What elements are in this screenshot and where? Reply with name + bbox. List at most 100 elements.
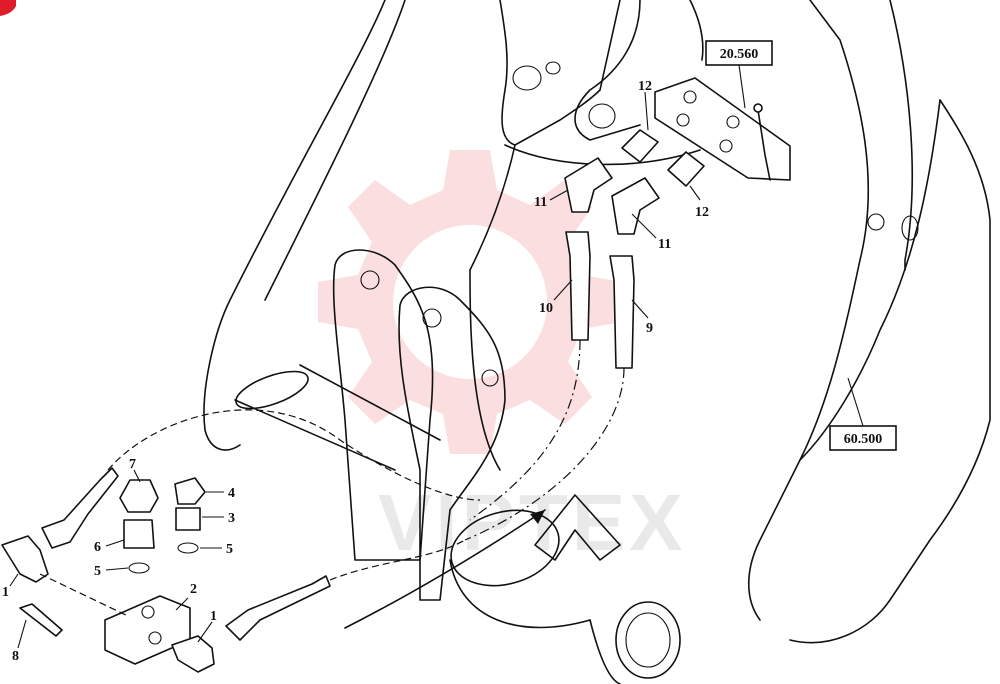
callout-1: 1 (2, 585, 9, 600)
valve-block (654, 77, 791, 181)
valve-port-1 (683, 90, 697, 104)
lower-fitting-assembly (1, 409, 481, 673)
cap-4 (174, 477, 206, 505)
bracket-hole-left (360, 270, 380, 290)
boss-nut (867, 213, 885, 231)
watermark: VIPTEX (318, 150, 687, 567)
lower-hub (615, 601, 681, 679)
hose-10-route (469, 339, 581, 521)
corner-mark (0, 0, 16, 16)
elbow-fitting-left (564, 157, 613, 213)
block-port-2 (148, 631, 162, 645)
right-boom-edge (747, 0, 870, 621)
reference-leader (847, 377, 864, 427)
coupler-6 (123, 519, 155, 549)
leader-11b (631, 213, 657, 239)
boom-web-left-lower (469, 269, 501, 471)
leader-1a (9, 573, 19, 587)
elbow-fitting-lower-left (1, 535, 49, 583)
right-boom-far (789, 99, 991, 644)
bolt-8 (19, 603, 63, 637)
valve-lever (757, 109, 771, 181)
callout-5: 5 (226, 542, 233, 557)
callout-10: 10 (539, 301, 553, 316)
upper-hose-assembly (464, 77, 791, 541)
reference-box-20560[interactable]: 20.560 (705, 40, 773, 109)
reference-text: 20.560 (720, 47, 759, 62)
upper-pin-hole-small (545, 61, 561, 75)
boom-web-left (469, 144, 516, 271)
angled-hose-fitting (41, 467, 119, 549)
o-ring-5-left (128, 562, 150, 574)
callout-11: 11 (534, 195, 547, 210)
right-boom-inner (799, 99, 941, 461)
reference-text: 60.500 (844, 432, 883, 447)
hose-9-route (464, 367, 625, 541)
elbow-fitting-lower-right (171, 635, 215, 673)
route-line-2 (107, 409, 481, 501)
leader-1b (197, 621, 213, 643)
watermark-text: VIPTEX (378, 478, 687, 567)
straight-hose-fitting (225, 575, 331, 641)
boom-upper-right (574, 0, 641, 141)
bracket-hole-right (422, 308, 442, 328)
leader-10 (553, 279, 573, 301)
watermark-gear-icon (318, 150, 622, 454)
reference-box-60500[interactable]: 60.500 (829, 377, 897, 451)
bracket-pin (481, 369, 499, 387)
callout-9: 9 (646, 321, 653, 336)
o-ring-5-right (177, 542, 199, 554)
leader-8 (17, 619, 27, 649)
adapter-fitting-upper (621, 129, 659, 163)
reference-leader (738, 64, 746, 109)
lower-pivot-body (449, 559, 591, 629)
boom-web-top (504, 144, 701, 166)
route-line-1 (39, 573, 129, 617)
callout-6: 6 (94, 540, 101, 555)
adapter-fitting-lower (667, 151, 705, 187)
callout-1: 1 (210, 609, 217, 624)
lower-pivot-tube (450, 509, 560, 587)
valve-lever-knob (753, 103, 763, 113)
lower-hub-inner (625, 612, 671, 668)
leader-11a (549, 189, 569, 201)
leader-5a (105, 567, 129, 571)
callout-12: 12 (638, 79, 652, 94)
callout-5: 5 (94, 564, 101, 579)
block-port-1 (141, 605, 155, 619)
boom-pin-hole (588, 103, 616, 129)
leader-9 (631, 299, 649, 319)
callout-3: 3 (228, 511, 235, 526)
hose-9 (609, 255, 635, 369)
lower-hub-edge (589, 619, 621, 684)
triangle-bracket (534, 494, 621, 561)
valve-port-3 (676, 113, 690, 127)
boom-upper-left (499, 0, 601, 146)
cross-tube-end (235, 370, 309, 410)
left-boom-inner (264, 0, 406, 301)
elbow-fitting-right (611, 177, 660, 235)
leader-7 (133, 469, 141, 483)
callout-2: 2 (190, 582, 197, 597)
upper-pin-hole (512, 65, 542, 91)
leader-12a (644, 91, 649, 131)
callouts: 12 12 11 11 10 9 7 6 5 5 4 3 2 1 1 8 (2, 79, 709, 664)
boss-slot (901, 215, 919, 241)
assembly-arrow (344, 509, 546, 629)
valve-port-4 (719, 139, 733, 153)
callout-12: 12 (695, 205, 709, 220)
leader-2 (175, 597, 189, 611)
hose-10 (565, 231, 591, 341)
valve-port-2 (726, 115, 740, 129)
left-boom-edge (203, 0, 386, 451)
assembly-arrowhead (530, 510, 545, 524)
right-boom-outer (889, 0, 913, 271)
coupler-3 (175, 507, 201, 531)
bracket-plate-right (398, 286, 506, 601)
bracket-plate-left (332, 249, 434, 561)
callout-8: 8 (12, 649, 19, 664)
leader-6 (105, 539, 125, 547)
route-line-3 (329, 539, 466, 581)
cap-7 (119, 479, 159, 513)
